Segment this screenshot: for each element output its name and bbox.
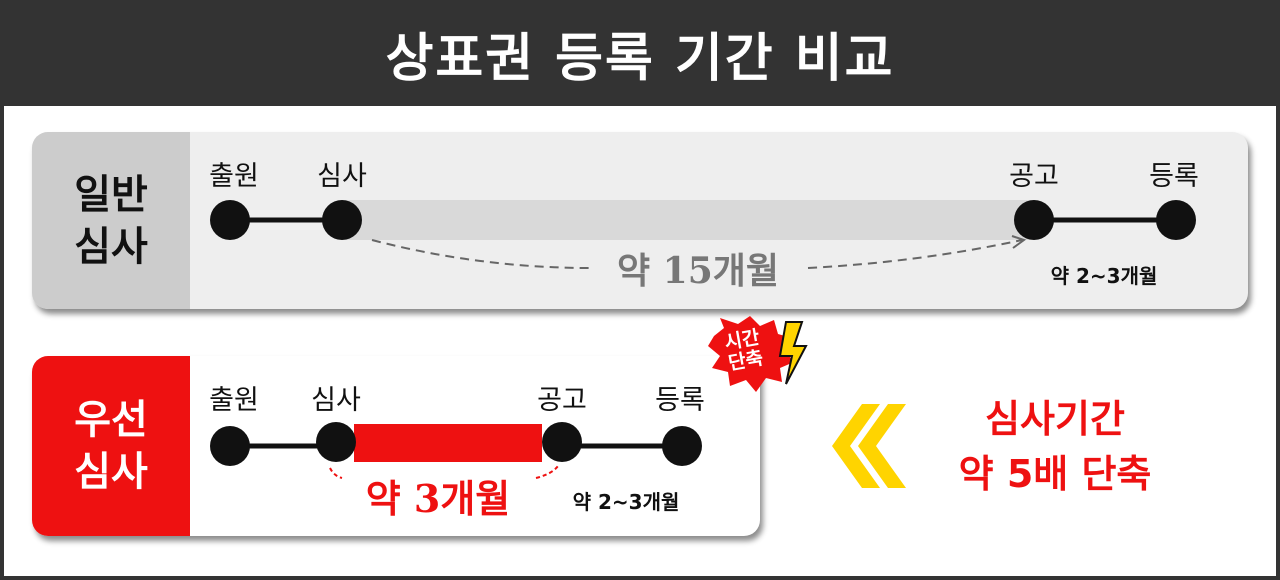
normal-post-duration: 약 2~3개월 (1050, 264, 1158, 288)
priority-arc-right (535, 465, 559, 479)
priority-label-line2: 심사 (74, 449, 148, 495)
normal-node-filing (210, 200, 250, 240)
priority-stage-exam: 심사 (311, 385, 361, 416)
badge-burst-shape (708, 316, 794, 392)
normal-review-duration: 약 15개월 (617, 250, 779, 292)
priority-node-publication (542, 422, 582, 462)
priority-node-exam (316, 422, 356, 462)
time-saving-badge (708, 316, 808, 392)
lightning-icon (778, 321, 808, 385)
priority-node-registration (662, 426, 702, 466)
priority-node-filing (210, 426, 250, 466)
priority-post-duration: 약 2~3개월 (572, 490, 680, 514)
normal-stage-publication: 공고 (1009, 161, 1059, 192)
normal-node-registration (1156, 200, 1196, 240)
priority-stage-publication: 공고 (537, 385, 587, 416)
normal-stage-filing: 출원 (209, 161, 259, 192)
normal-arc-right (807, 239, 1023, 269)
normal-stage-exam: 심사 (317, 161, 367, 192)
chevron-left-icon (832, 404, 880, 488)
callout-text: 심사기간 약 5배 단축 (940, 392, 1170, 502)
normal-review-bar (342, 200, 1034, 240)
normal-label-line1: 일반 (74, 171, 148, 218)
normal-arc-arrowhead (1011, 235, 1027, 249)
title-bar: 상표권 등록 기간 비교 (0, 0, 1280, 106)
chevron-left-icon-2 (858, 404, 906, 488)
priority-review-bar (354, 424, 542, 462)
callout-line2: 약 5배 단축 (958, 452, 1152, 497)
normal-arc-left (371, 239, 591, 269)
priority-exam-label: 우선 심사 (32, 356, 190, 536)
callout-line1: 심사기간 (985, 397, 1125, 441)
normal-node-publication (1014, 200, 1054, 240)
normal-label-line2: 심사 (74, 223, 148, 270)
normal-stage-registration: 등록 (1149, 161, 1199, 192)
normal-node-exam (322, 200, 362, 240)
page-title: 상표권 등록 기간 비교 (385, 28, 895, 89)
normal-exam-label: 일반 심사 (32, 132, 190, 309)
priority-stage-registration: 등록 (655, 385, 705, 416)
priority-review-duration: 약 3개월 (365, 476, 511, 521)
priority-arc-left (329, 467, 343, 479)
priority-label-line1: 우선 (74, 397, 148, 443)
priority-stage-filing: 출원 (209, 385, 259, 416)
